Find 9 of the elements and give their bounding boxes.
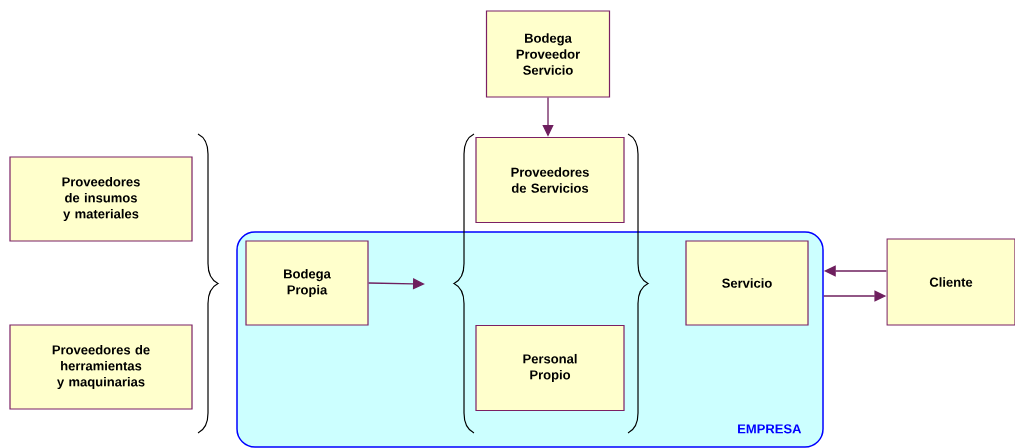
process-box: Proveedores de herramientas y maquinarias [9, 324, 193, 410]
process-box: Bodega Proveedor Servicio [485, 10, 611, 98]
process-box: Personal Propio [475, 324, 625, 412]
process-box: Servicio [685, 240, 809, 326]
process-box: Bodega Propia [245, 240, 369, 326]
process-box: Proveedores de Servicios [475, 136, 625, 224]
arrow [367, 278, 425, 290]
process-box: Cliente [886, 238, 1015, 326]
process-box: Proveedores de insumos y materiales [9, 156, 193, 242]
